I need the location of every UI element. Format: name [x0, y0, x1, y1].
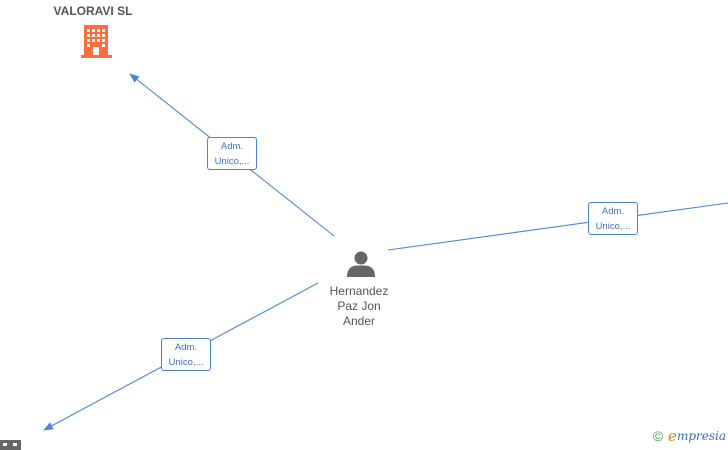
building-icon[interactable] — [0, 440, 21, 450]
person-name-line-1: Hernandez — [329, 284, 389, 298]
person-icon[interactable] — [347, 251, 375, 278]
brand-name: mpresia — [676, 429, 726, 443]
brand-logo-letter: e — [668, 427, 677, 445]
building-icon[interactable] — [81, 25, 112, 58]
relation-label-right-company[interactable]: Adm. Unico,... — [588, 202, 638, 235]
relation-role-line-2: Unico,... — [595, 221, 631, 232]
relation-role-line-2: Unico,... — [168, 357, 204, 368]
copyright-icon: © — [652, 428, 664, 444]
person-name-line-3: Ander — [342, 314, 376, 328]
person-name-line-2: Paz Jon — [337, 299, 381, 313]
relation-label-valoravi[interactable]: Adm. Unico,... — [207, 137, 257, 170]
relation-role-line-1: Adm. — [601, 206, 625, 217]
edge-to-right-company — [387, 202, 728, 251]
relation-role-line-1: Adm. — [174, 342, 198, 353]
company-name-valoravi[interactable]: VALORAVI SL — [53, 4, 133, 18]
person-name[interactable]: Hernandez Paz Jon Ander — [318, 284, 400, 329]
relation-label-bottom-left-company[interactable]: Adm. Unico,... — [161, 338, 211, 371]
relation-role-line-1: Adm. — [220, 141, 244, 152]
relation-role-line-2: Unico,... — [214, 156, 250, 167]
